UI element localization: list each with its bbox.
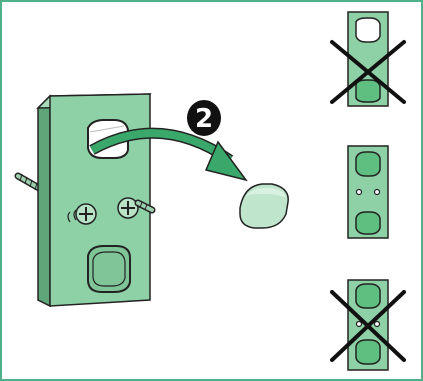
cross-mark-icon	[330, 290, 406, 362]
left-screw	[67, 203, 97, 225]
step-badge: 2	[187, 100, 221, 136]
move-arrow	[89, 127, 248, 182]
arrow-head	[204, 140, 248, 182]
removed-cap	[239, 183, 289, 229]
screw-dot-right	[373, 188, 381, 196]
step-number: 2	[195, 104, 213, 134]
plate-bottom-opening	[87, 245, 131, 293]
panel-correct-middle	[347, 145, 389, 239]
right-screw	[117, 197, 156, 219]
screw-dot-left	[355, 188, 363, 196]
plate-side	[37, 94, 51, 308]
panel-incorrect-top	[330, 11, 406, 107]
panel-incorrect-bottom	[330, 279, 406, 371]
cross-mark-icon	[330, 40, 406, 104]
mounting-plate-assembly	[14, 93, 156, 308]
